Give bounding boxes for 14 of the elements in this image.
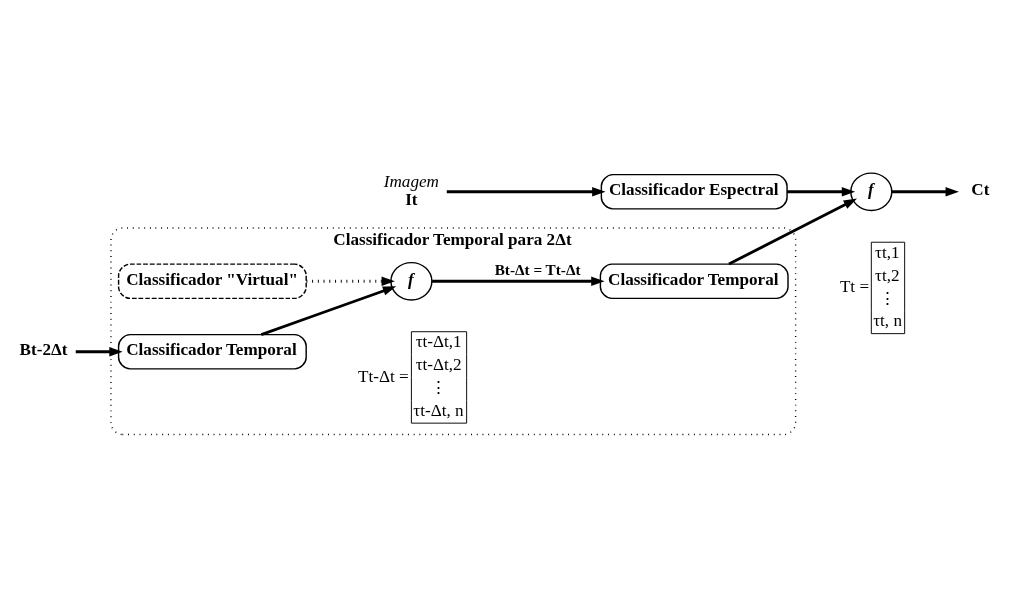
node-text: Ct (971, 179, 990, 199)
label: Tt = (839, 276, 870, 296)
node-text: Imagem It (383, 171, 439, 209)
label: τt-Δt,2 (415, 354, 462, 374)
label: Tt-Δt = (358, 366, 409, 386)
label: τt,1 (875, 242, 900, 262)
node-text: Bt-2Δt (19, 339, 68, 359)
label: τt-Δt,1 (415, 331, 462, 351)
edge-label: Bt-Δt = Tt-Δt (494, 260, 581, 278)
label: τt, n (873, 310, 902, 330)
label: τt,2 (875, 265, 900, 285)
label: τt-Δt, n (413, 400, 464, 420)
label: ⋮ (879, 288, 897, 308)
label: ⋮ (430, 377, 448, 397)
